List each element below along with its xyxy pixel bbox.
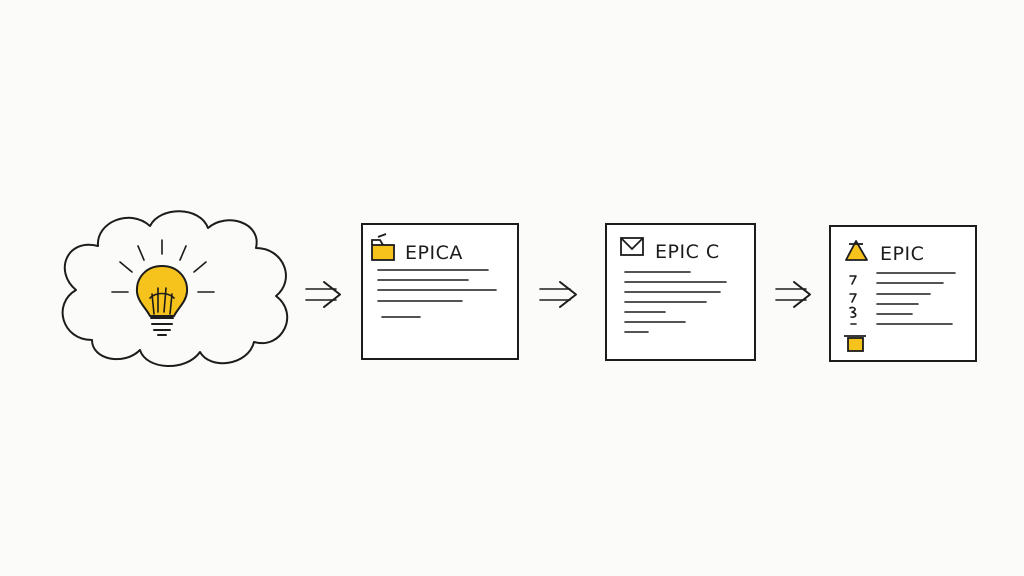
lightbulb-icon — [111, 239, 215, 336]
bulb-glass — [135, 265, 189, 317]
epic-card-3: EPIC — [829, 225, 977, 362]
warning-triangle-icon — [845, 240, 868, 261]
envelope-icon — [620, 237, 644, 256]
card-title: EPIC — [880, 243, 924, 265]
flow-arrow-1 — [305, 281, 341, 308]
inbox-icon — [844, 335, 866, 352]
epic-card-a: EPICA — [361, 223, 519, 360]
folder-icon — [371, 233, 395, 261]
card-title: EPICA — [405, 242, 463, 264]
idea-cloud — [61, 210, 289, 367]
card-title: EPIC C — [655, 241, 720, 263]
epic-card-c: EPIC C — [605, 223, 756, 361]
cloud-outline — [61, 210, 289, 367]
flow-arrow-3 — [775, 281, 811, 308]
flow-arrow-2 — [539, 281, 577, 308]
